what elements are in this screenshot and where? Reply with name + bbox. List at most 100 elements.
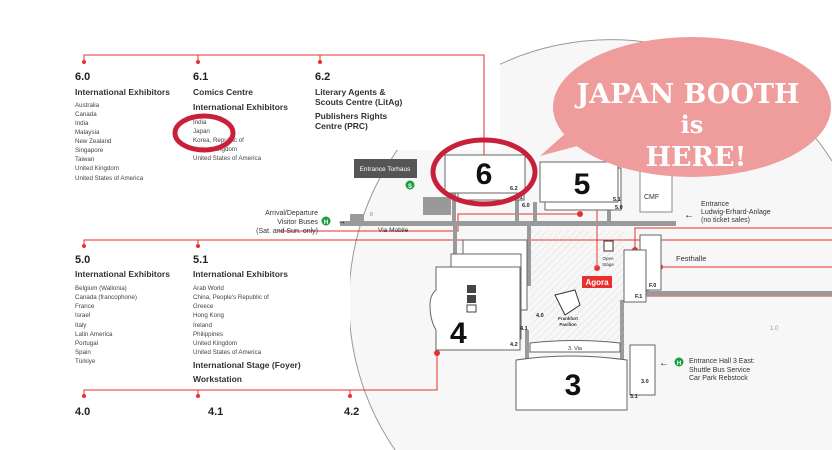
svg-text:Visitor Buses: Visitor Buses [277, 219, 318, 226]
svg-text:United Kingdom: United Kingdom [193, 340, 237, 347]
svg-text:United States of America: United States of America [75, 175, 144, 182]
svg-text:International Exhibitors: International Exhibitors [75, 87, 170, 97]
svg-text:Literary Agents &: Literary Agents & [315, 87, 386, 97]
svg-text:Entrance Hall 3 East:: Entrance Hall 3 East: [689, 358, 755, 365]
svg-text:Portugal: Portugal [75, 340, 98, 347]
svg-text:Italy: Italy [75, 322, 87, 329]
svg-text:5: 5 [574, 168, 591, 201]
section-4-1: 4.1 [208, 406, 223, 418]
svg-text:4: 4 [450, 317, 467, 350]
callout-bubble [553, 37, 831, 177]
svg-text:Belgium (Wallonia): Belgium (Wallonia) [75, 285, 127, 292]
hall-4[interactable]: 4 4.2 4.1 4.0 [429, 239, 544, 351]
bus-stop-icon [321, 216, 331, 226]
facility-icon [467, 295, 476, 303]
svg-text:HERE!: HERE! [646, 142, 747, 173]
svg-text:Pavilion: Pavilion [559, 322, 577, 327]
open-stage-icon [603, 240, 614, 252]
svg-text:International Exhibitors: International Exhibitors [75, 269, 170, 279]
svg-text:4.2: 4.2 [510, 342, 518, 348]
svg-text:Open: Open [602, 256, 614, 261]
facility-icon [466, 304, 477, 313]
svg-text:4.1: 4.1 [520, 326, 528, 332]
torhaus-building [423, 197, 451, 215]
svg-text:Taiwan: Taiwan [75, 156, 95, 163]
svg-text:6.0: 6.0 [522, 203, 530, 209]
section-6-2: 6.2 Literary Agents & Scouts Centre (Lit… [315, 71, 403, 131]
svg-text:4.0: 4.0 [536, 313, 544, 319]
svg-text:China, People's Republic of: China, People's Republic of [193, 294, 269, 301]
svg-text:Stage: Stage [602, 262, 614, 267]
svg-text:United Kingdom: United Kingdom [75, 165, 119, 172]
svg-text:International Exhibitors: International Exhibitors [193, 269, 288, 279]
svg-text:5.1: 5.1 [613, 197, 621, 203]
section-4-0: 4.0 [75, 406, 90, 418]
svg-text:India: India [193, 119, 207, 126]
hall-3[interactable]: 3. Via 3.0 3 3.1 [515, 340, 656, 411]
cmf-building [639, 169, 673, 213]
svg-text:5.0: 5.0 [615, 205, 623, 211]
svg-text:Malaysia: Malaysia [75, 129, 100, 136]
svg-text:United States of America: United States of America [193, 349, 262, 356]
svg-text:Car Park Rebstock: Car Park Rebstock [689, 375, 748, 382]
svg-text:3.0: 3.0 [641, 379, 649, 385]
svg-text:6.0: 6.0 [75, 71, 90, 83]
section-4-2: 4.2 [344, 406, 359, 418]
s-bahn-icon [405, 180, 415, 190]
entrance-hall3-label: Entrance Hall 3 East: Shuttle Bus Servic… [689, 358, 755, 382]
svg-text:Entrance: Entrance [701, 201, 729, 208]
bus-stop-icon [674, 357, 684, 367]
svg-text:Via Mobile: Via Mobile [378, 227, 409, 234]
svg-text:Korea, Republic of: Korea, Republic of [193, 137, 244, 144]
svg-text:Türkiye: Türkiye [75, 358, 96, 365]
svg-text:6.1: 6.1 [193, 71, 208, 83]
svg-text:Centre (PRC): Centre (PRC) [315, 121, 368, 131]
svg-text:Scouts Centre (LitAg): Scouts Centre (LitAg) [315, 97, 403, 107]
svg-text:3. Via: 3. Via [568, 346, 583, 352]
svg-text:New Zealand: New Zealand [75, 138, 112, 145]
agora-label[interactable] [582, 276, 612, 288]
svg-text:Publishers Rights: Publishers Rights [315, 111, 388, 121]
svg-text:Entrance Torhaus: Entrance Torhaus [360, 166, 412, 173]
svg-text:International Stage (Foyer): International Stage (Foyer) [193, 360, 301, 370]
svg-text:Ireland: Ireland [193, 322, 212, 329]
svg-text:India: India [75, 120, 89, 127]
japan-booth-callout: JAPAN BOOTH is HERE! [540, 37, 831, 177]
svg-text:Arab World: Arab World [193, 285, 224, 292]
hall-f1[interactable] [623, 249, 647, 303]
svg-text:Latin America: Latin America [75, 331, 113, 338]
facility-icon [467, 285, 476, 293]
svg-text:CMF: CMF [644, 194, 659, 201]
hall-6-highlight-circle [430, 137, 538, 207]
svg-text:F.1: F.1 [635, 294, 642, 300]
section-6-0: 6.0 International Exhibitors Australia C… [75, 71, 170, 182]
svg-text:(Sat. and Sun. only): (Sat. and Sun. only) [256, 228, 318, 235]
section-5-1: 5.1 International Exhibitors Arab World … [193, 254, 301, 384]
svg-text:8: 8 [370, 212, 373, 218]
svg-text:Agora: Agora [585, 278, 609, 287]
svg-text:Hong Kong: Hong Kong [193, 312, 225, 319]
svg-text:Philippines: Philippines [193, 331, 223, 338]
svg-text:1.0: 1.0 [770, 326, 779, 332]
festhalle-label: Festhalle [676, 254, 706, 263]
hall-6[interactable]: 6 6.2 6.1 6.0 [444, 154, 530, 209]
svg-text:6.2: 6.2 [315, 71, 330, 83]
hall-5[interactable]: 5 5.1 5.0 [539, 161, 623, 211]
svg-text:6: 6 [476, 158, 493, 191]
svg-text:5.0: 5.0 [75, 254, 90, 266]
japan-highlight-circle [172, 113, 236, 153]
svg-text:United States of America: United States of America [193, 155, 262, 162]
svg-text:H: H [677, 361, 681, 367]
svg-text:JAPAN BOOTH: JAPAN BOOTH [574, 79, 799, 110]
svg-text:Arrival/Departure: Arrival/Departure [265, 210, 318, 217]
svg-text:Canada (francophone): Canada (francophone) [75, 294, 137, 301]
svg-text:is: is [681, 110, 704, 139]
arrow-left-icon: ← [684, 210, 694, 221]
svg-text:Spain: Spain [75, 349, 91, 356]
svg-text:H: H [324, 220, 328, 226]
svg-text:(no ticket sales): (no ticket sales) [701, 217, 750, 224]
japan-entry: Japan [193, 128, 210, 135]
svg-text:France: France [75, 303, 95, 310]
arrow-right-icon: → [337, 216, 346, 226]
